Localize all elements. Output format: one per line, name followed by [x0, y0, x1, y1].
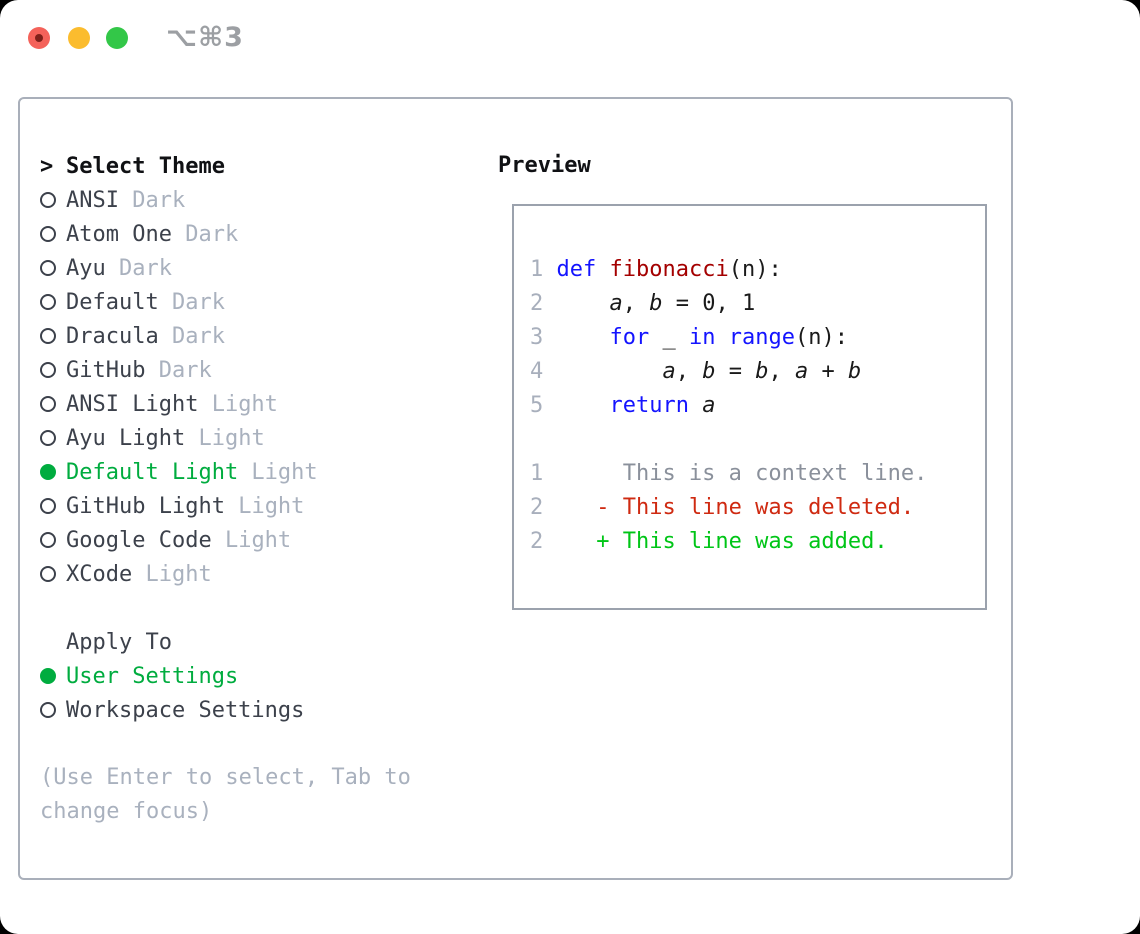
radio-icon: [40, 430, 56, 446]
theme-item[interactable]: Default Light Light: [40, 455, 470, 489]
select-theme-title: Select Theme: [66, 153, 225, 179]
theme-item[interactable]: ANSI Light Light: [40, 387, 470, 421]
option-variant: Dark: [145, 357, 212, 383]
select-theme-header: > Select Theme: [40, 149, 470, 183]
option-variant: Light: [238, 459, 318, 485]
line-number: 3: [530, 325, 544, 350]
option-label: Dracula: [66, 323, 159, 349]
help-text: (Use Enter to select, Tab to change focu…: [40, 765, 411, 824]
option-label: Ayu Light: [66, 425, 186, 451]
radio-icon: [40, 362, 56, 378]
option-variant: Dark: [118, 187, 186, 213]
spacer: [40, 727, 470, 761]
option-label: Atom One: [66, 221, 172, 247]
option-variant: Light: [224, 493, 305, 519]
line-number: 5: [530, 393, 544, 418]
option-label: User Settings: [66, 663, 239, 689]
theme-item[interactable]: Ayu Light Light: [40, 421, 470, 455]
radio-icon: [40, 226, 56, 242]
prompt-icon: >: [40, 153, 54, 179]
line-number: 2: [530, 291, 544, 316]
option-label: XCode: [66, 561, 133, 587]
option-variant: Dark: [105, 255, 172, 281]
radio-icon: [40, 396, 56, 412]
keyboard-shortcut-label: ⌥⌘3: [166, 22, 244, 53]
code-line: 1 This is a context line.: [530, 457, 985, 491]
option-label: Default Light: [66, 459, 239, 485]
option-label: Google Code: [66, 527, 212, 553]
minimize-button[interactable]: [68, 27, 90, 49]
theme-item[interactable]: ANSI Dark: [40, 183, 470, 217]
option-variant: Dark: [158, 289, 225, 315]
option-variant: Light: [185, 425, 265, 451]
theme-item[interactable]: GitHub Light Light: [40, 489, 470, 523]
radio-icon: [40, 702, 56, 718]
code-line: 5 return a: [530, 389, 985, 423]
radio-icon: [40, 532, 56, 548]
option-label: ANSI Light: [66, 391, 199, 417]
code-line: 4 a, b = b, a + b: [530, 355, 985, 389]
option-label: Workspace Settings: [66, 697, 305, 723]
line-number: 1: [530, 257, 544, 282]
apply-to-option[interactable]: User Settings: [40, 659, 470, 693]
option-variant: Light: [211, 527, 292, 553]
theme-item[interactable]: GitHub Dark: [40, 353, 470, 387]
code-line: 2 - This line was deleted.: [530, 491, 985, 525]
close-button[interactable]: [28, 27, 50, 49]
radio-icon: [40, 294, 56, 310]
radio-icon: [40, 566, 56, 582]
option-label: Default: [66, 289, 159, 315]
apply-to-header: Apply To: [40, 625, 470, 659]
theme-item[interactable]: Atom One Dark: [40, 217, 470, 251]
line-number: 2: [530, 529, 544, 554]
line-number: 2: [530, 495, 544, 520]
code-line: [530, 423, 985, 457]
option-variant: Light: [132, 561, 212, 587]
code-line: 2 a, b = 0, 1: [530, 287, 985, 321]
option-variant: Light: [198, 391, 278, 417]
radio-icon: [40, 192, 56, 208]
theme-item[interactable]: XCode Light: [40, 557, 470, 591]
code-line: 3 for _ in range(n):: [530, 321, 985, 355]
spacer: [40, 591, 470, 625]
apply-to-title: Apply To: [66, 629, 172, 655]
theme-item[interactable]: Ayu Dark: [40, 251, 470, 285]
option-variant: Dark: [158, 323, 225, 349]
option-label: GitHub: [66, 357, 146, 383]
theme-item[interactable]: Dracula Dark: [40, 319, 470, 353]
option-label: GitHub Light: [66, 493, 225, 519]
radio-icon: [40, 260, 56, 276]
radio-icon: [40, 498, 56, 514]
theme-item[interactable]: Google Code Light: [40, 523, 470, 557]
option-label: ANSI: [66, 187, 119, 213]
radio-icon: [40, 328, 56, 344]
line-number: 4: [530, 359, 544, 384]
radio-icon: [40, 464, 56, 480]
radio-icon: [40, 668, 56, 684]
zoom-button[interactable]: [106, 27, 128, 49]
theme-item[interactable]: Default Dark: [40, 285, 470, 319]
apply-to-option[interactable]: Workspace Settings: [40, 693, 470, 727]
option-label: Ayu: [66, 255, 106, 281]
option-variant: Dark: [171, 221, 239, 247]
titlebar: ⌥⌘3: [0, 0, 1140, 76]
preview-title: Preview: [498, 153, 591, 178]
code-line: 2 + This line was added.: [530, 525, 985, 559]
line-number: 1: [530, 461, 544, 486]
